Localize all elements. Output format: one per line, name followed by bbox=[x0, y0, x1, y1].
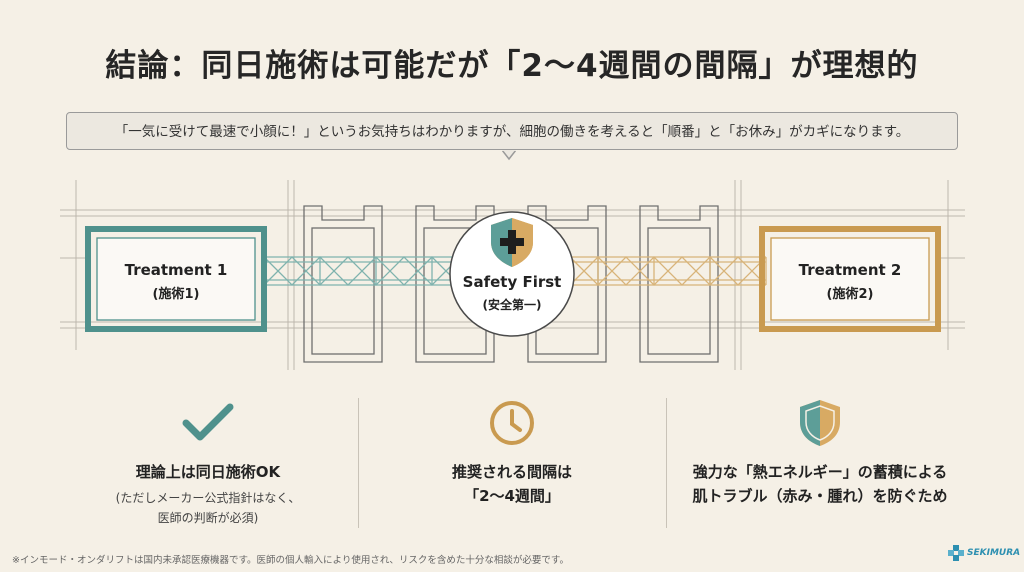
safety-first-title: Safety First bbox=[463, 273, 562, 291]
treatment-1-subtitle: (施術1) bbox=[153, 286, 200, 302]
treatment-2-title: Treatment 2 bbox=[799, 261, 902, 279]
logo-mark-icon bbox=[948, 545, 964, 561]
divider-2 bbox=[666, 398, 667, 528]
point-column-3: 強力な「熱エネルギー」の蓄積による肌トラブル（赤み・腫れ）を防ぐため bbox=[690, 398, 950, 508]
logo-text: SEKIMURA bbox=[967, 548, 1021, 558]
truss-left bbox=[263, 256, 461, 286]
truss-right bbox=[569, 256, 767, 286]
point-2-main: 推奨される間隔は「2〜4週間」 bbox=[451, 463, 572, 505]
point-column-2: 推奨される間隔は「2〜4週間」 bbox=[382, 398, 642, 508]
treatment-1-box: Treatment 1 (施術1) bbox=[85, 226, 267, 332]
footnote: ※インモード・オンダリフトは国内未承認医療機器です。医師の個人輸入により使用され… bbox=[12, 555, 569, 566]
point-column-1: 理論上は同日施術OK (ただしメーカー公式指針はなく、医師の判断が必須) bbox=[78, 398, 338, 528]
brand-logo: SEKIMURA bbox=[948, 545, 1020, 561]
page-title: 結論：同日施術は可能だが「2〜4週間の間隔」が理想的 bbox=[105, 48, 919, 84]
window-frames bbox=[303, 205, 719, 363]
clock-icon bbox=[382, 398, 642, 448]
shield-plus-icon bbox=[491, 218, 533, 267]
safety-first-subtitle: (安全第一) bbox=[483, 297, 542, 312]
window-frame-4 bbox=[639, 205, 719, 363]
treatment-2-subtitle: (施術2) bbox=[827, 286, 874, 302]
speech-bubble: 「一気に受けて最速で小顔に！」というお気持ちはわかりますが、細胞の働きを考えると… bbox=[66, 112, 958, 150]
shield-icon bbox=[690, 398, 950, 448]
speech-bubble-tail bbox=[502, 149, 516, 163]
point-1-main: 理論上は同日施術OK bbox=[135, 463, 281, 481]
checkmark-icon bbox=[78, 398, 338, 448]
safety-first-badge: Safety First (安全第一) bbox=[449, 211, 575, 337]
treatment-diagram: Treatment 1 (施術1) Treatment 2 (施術2) Safe… bbox=[60, 180, 965, 370]
window-frame-1 bbox=[303, 205, 383, 363]
treatment-1-title: Treatment 1 bbox=[125, 261, 228, 279]
treatment-2-box: Treatment 2 (施術2) bbox=[759, 226, 941, 332]
point-1-sub: (ただしメーカー公式指針はなく、医師の判断が必須) bbox=[115, 491, 301, 525]
divider-1 bbox=[358, 398, 359, 528]
point-3-main: 強力な「熱エネルギー」の蓄積による肌トラブル（赤み・腫れ）を防ぐため bbox=[692, 463, 948, 505]
